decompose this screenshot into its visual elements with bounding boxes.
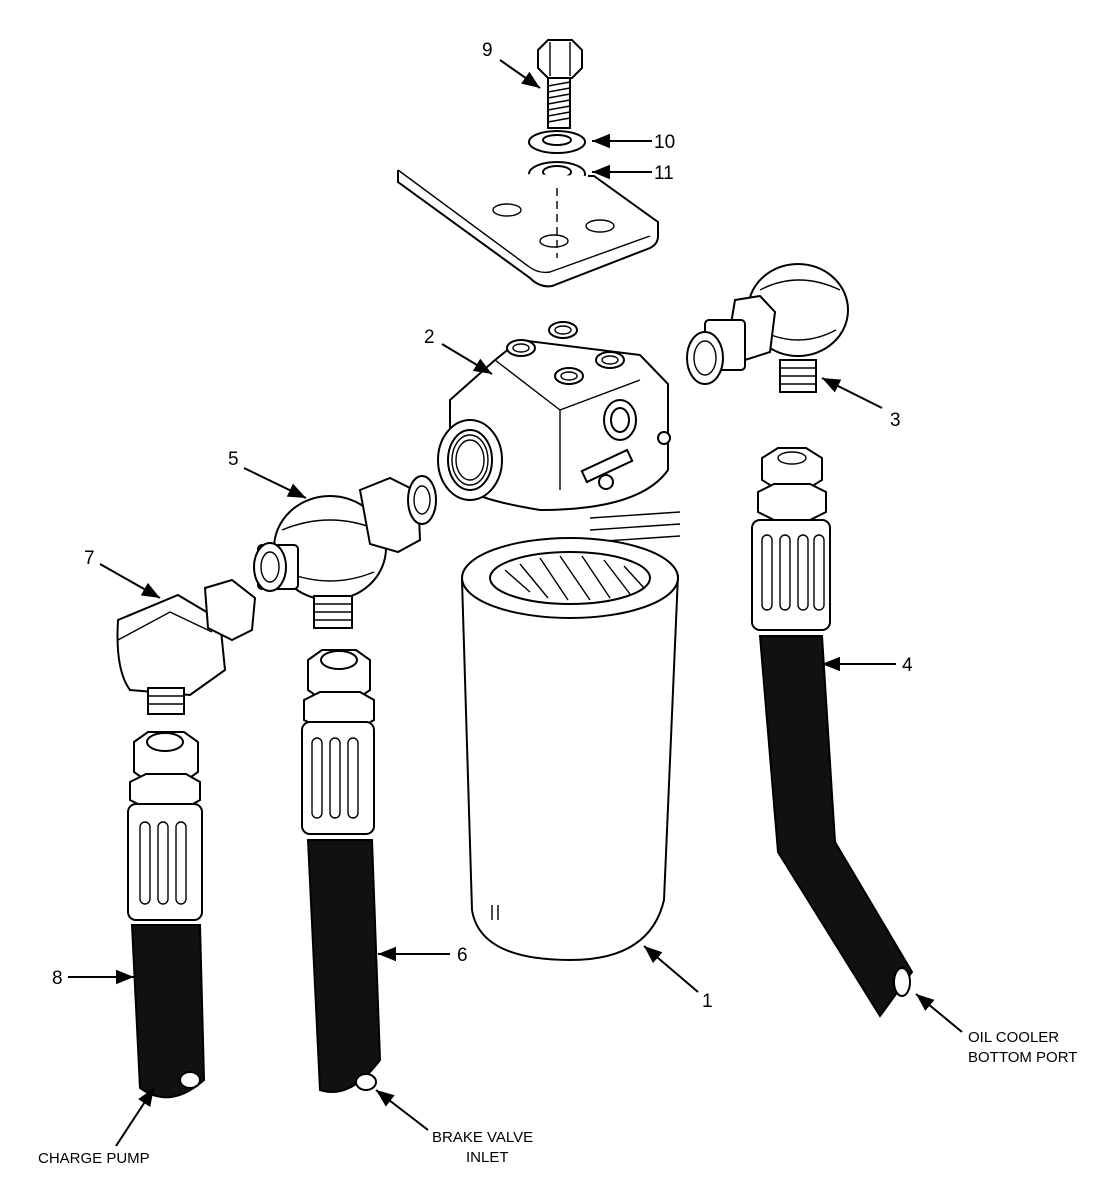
filter-element-part-1 [461,537,679,962]
tee-fitting-part-5 [253,475,437,629]
callout-5: 5 [228,449,239,470]
leader-charge-pump [115,1087,155,1147]
label-oil-cooler-line1: OIL COOLER [968,1029,1059,1046]
hose-part-8 [127,731,206,1099]
leader-3 [821,377,883,409]
leader-2 [441,343,493,375]
elbow-fitting-part-3 [686,263,849,393]
callout-1: 1 [702,991,713,1012]
hose-part-4 [751,447,914,1018]
callout-7: 7 [84,548,95,569]
callout-6: 6 [457,945,468,966]
callout-3: 3 [890,410,901,431]
bolt-part-9 [537,39,583,129]
callout-11: 11 [654,163,674,184]
elbow-part-7 [116,578,257,715]
leader-7 [99,563,161,599]
label-brake-valve-line1: BRAKE VALVE [432,1129,533,1146]
hose-part-6 [301,649,382,1093]
callout-10: 10 [654,132,675,153]
filter-head-part-2 [437,321,681,543]
label-brake-valve-line2: INLET [466,1149,509,1166]
label-oil-cooler-line2: BOTTOM PORT [968,1049,1077,1066]
leader-5 [243,467,307,499]
leader-1 [643,945,699,993]
callout-9: 9 [482,40,493,61]
label-charge-pump: CHARGE PUMP [38,1150,150,1167]
leader-oil-cooler [915,993,963,1033]
mounting-bracket [397,169,659,288]
callout-2: 2 [424,327,435,348]
lock-washer-part-10 [528,130,586,154]
callout-8: 8 [52,968,63,989]
callout-4: 4 [902,655,913,676]
leader-9 [499,59,541,89]
leader-brake-valve [375,1089,429,1131]
